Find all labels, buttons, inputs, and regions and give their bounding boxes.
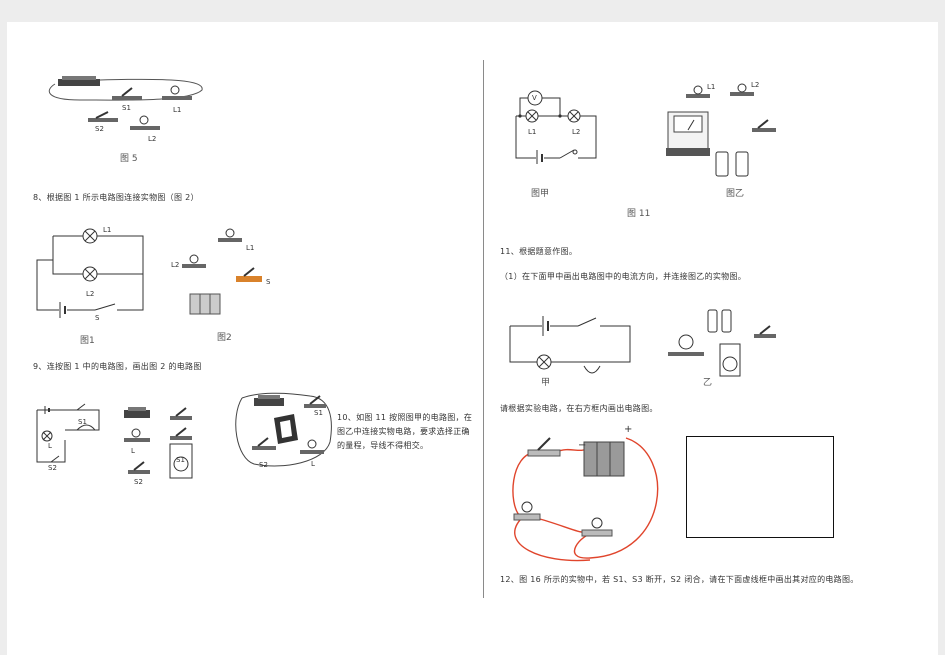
- q8-fig1-caption: 图1: [80, 336, 95, 346]
- q11-text: 11、根据题意作图。: [500, 247, 578, 256]
- q11-jia-caption: 甲: [541, 378, 551, 388]
- fig5-label-s2: S2: [95, 125, 104, 133]
- worksheet-page: [7, 22, 938, 655]
- q12-text: 12、图 16 所示的实物中，若 S1、S3 断开，S2 闭合，请在下面虚线框中…: [500, 575, 859, 584]
- q8-text: 8、根据图 1 所示电路图连接实物图（图 2）: [33, 193, 199, 202]
- fig11-jia-caption: 图甲: [531, 189, 550, 199]
- q9-fig-label-s2: S2: [134, 478, 143, 486]
- q9-label-s1: S1: [78, 418, 87, 426]
- fig11-jia-label-v: V: [532, 94, 537, 102]
- fig5-caption: 图 5: [120, 154, 138, 164]
- q10-label-l: L: [311, 460, 315, 468]
- fig5-label-l2: L2: [148, 135, 157, 143]
- q8-fig1-label-l1: L1: [103, 226, 112, 234]
- q8-figure-1-circuit: [36, 228, 144, 318]
- q9-fig-label-l: L: [131, 447, 135, 455]
- fig11-yi-caption: 图乙: [726, 189, 745, 199]
- answer-drawing-box[interactable]: [686, 436, 834, 538]
- draw-instruction-text: 请根据实验电路，在右方框内画出电路图。: [500, 404, 658, 413]
- q9-fig-label-s1: S1: [176, 456, 185, 464]
- q11-yi-caption: 乙: [703, 378, 713, 388]
- fig11-yi-objects: [666, 83, 776, 177]
- q11-part1-text: （1）在下面甲中画出电路图中的电流方向，并连接图乙的实物图。: [500, 272, 747, 281]
- q10-label-s1: S1: [314, 409, 323, 417]
- fig11-jia-label-l2: L2: [572, 128, 581, 136]
- q10-text-line-2: 图乙中连接实物电路，要求选择正确: [337, 427, 470, 436]
- fig5-label-s1: S1: [122, 104, 131, 112]
- q8-fig2-label-l2: L2: [171, 261, 180, 269]
- q8-fig2-label-s: S: [266, 278, 271, 286]
- q10-figure-objects: [235, 392, 332, 467]
- battery-minus-sign: −: [578, 440, 587, 451]
- fig11-yi-label-l2: L2: [751, 81, 760, 89]
- q11-jia-circuit: [509, 316, 631, 374]
- q8-fig2-caption: 图2: [217, 333, 232, 343]
- fig11-jia-circuit: [515, 90, 597, 164]
- fig11-caption: 图 11: [627, 209, 651, 219]
- q8-fig2-label-l1: L1: [246, 244, 255, 252]
- q9-label-l: L: [48, 442, 52, 450]
- fig11-jia-label-l1: L1: [528, 128, 537, 136]
- q10-text-line-3: 的量程，导线不得相交。: [337, 441, 429, 450]
- fig5-label-l1: L1: [173, 106, 182, 114]
- q9-label-s2: S2: [48, 464, 57, 472]
- q9-text: 9、连按图 1 中的电路图，画出图 2 的电路图: [33, 362, 202, 371]
- q9-circuit-diagram: [36, 403, 100, 463]
- figure-5-objects: [48, 76, 203, 130]
- q8-fig1-label-l2: L2: [86, 290, 95, 298]
- column-divider: [483, 60, 484, 598]
- q8-fig1-label-s: S: [95, 314, 100, 322]
- q8-figure-2-objects: [182, 228, 262, 315]
- fig11-yi-label-l1: L1: [707, 83, 716, 91]
- draw-objects-with-wires: [512, 437, 659, 562]
- q10-label-s2: S2: [259, 461, 268, 469]
- q11-yi-objects: [668, 309, 776, 377]
- q10-text-line-1: 10、如图 11 按照图甲的电路图，在: [337, 413, 473, 422]
- q9-objects: [124, 407, 193, 479]
- battery-plus-sign: +: [624, 424, 633, 435]
